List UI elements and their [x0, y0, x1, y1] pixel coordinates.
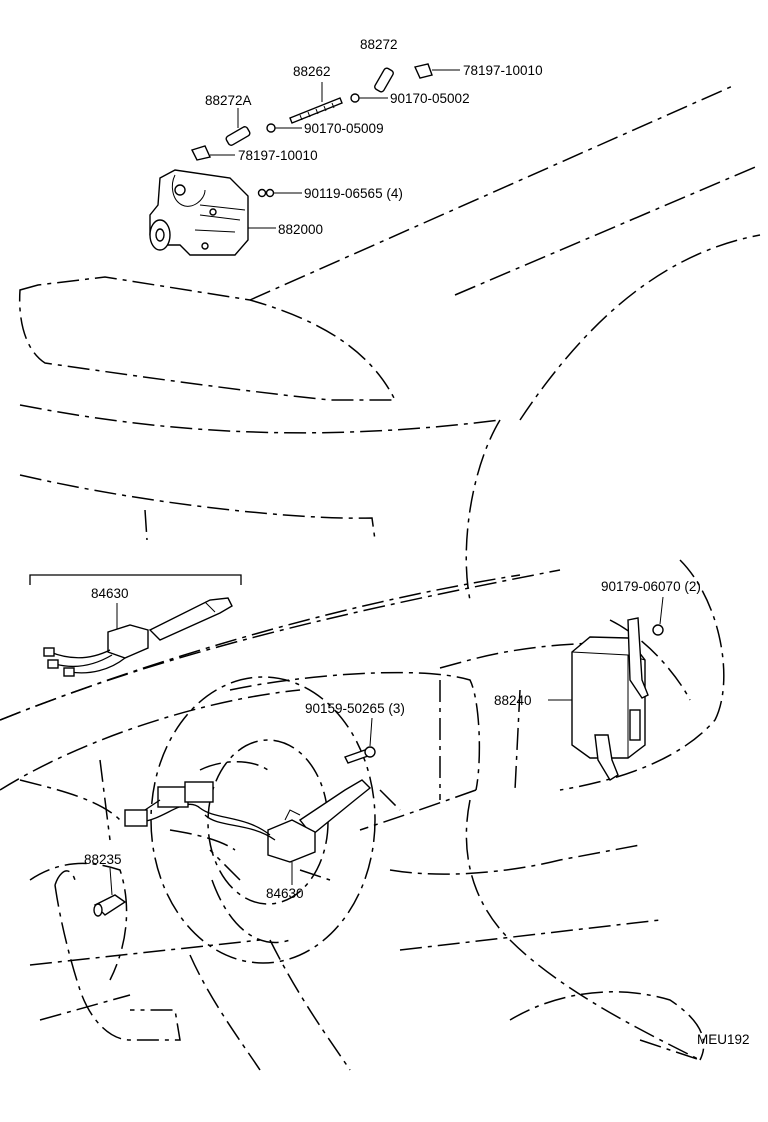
bolt-88262: [289, 82, 343, 124]
label-84630-bottom: 84630: [266, 886, 304, 901]
vehicle-body-outline: [0, 84, 761, 1071]
label-88272A: 88272A: [205, 93, 252, 108]
part-labels: 88272 78197-10010 88262 90170-05002 8827…: [84, 37, 750, 1047]
label-90170-05009: 90170-05009: [304, 121, 384, 136]
actuator-assembly-parts: [149, 63, 460, 256]
screw-90159: [344, 717, 376, 764]
switch-84630-detail: [29, 574, 242, 677]
sensor-88235: [93, 867, 127, 917]
clip-88272: [374, 67, 394, 93]
switch-84630-installed: [124, 779, 372, 885]
label-90179: 90179-06070 (2): [601, 579, 701, 594]
clip-88272A: [225, 126, 251, 146]
clip-78197-mid: [191, 145, 211, 161]
label-78197-top: 78197-10010: [463, 63, 543, 78]
label-78197-mid: 78197-10010: [238, 148, 318, 163]
label-88262: 88262: [293, 64, 331, 79]
label-88240: 88240: [494, 693, 532, 708]
nut-90170-05002: [350, 93, 360, 103]
bolt-90119: [257, 188, 275, 198]
clip-78197-top: [414, 63, 433, 79]
label-90170-05002: 90170-05002: [390, 91, 470, 106]
actuator-882000: [149, 169, 249, 256]
nut-90179: [652, 624, 664, 636]
nut-90170-05009: [266, 123, 276, 133]
control-unit-88240: [548, 596, 664, 781]
label-84630-top: 84630: [91, 586, 129, 601]
label-882000: 882000: [278, 222, 323, 237]
diagram-code: MEU192: [697, 1032, 750, 1047]
label-88235: 88235: [84, 852, 122, 867]
label-90119: 90119-06565 (4): [304, 186, 403, 201]
label-88272: 88272: [360, 37, 398, 52]
label-90159: 90159-50265 (3): [305, 701, 405, 716]
